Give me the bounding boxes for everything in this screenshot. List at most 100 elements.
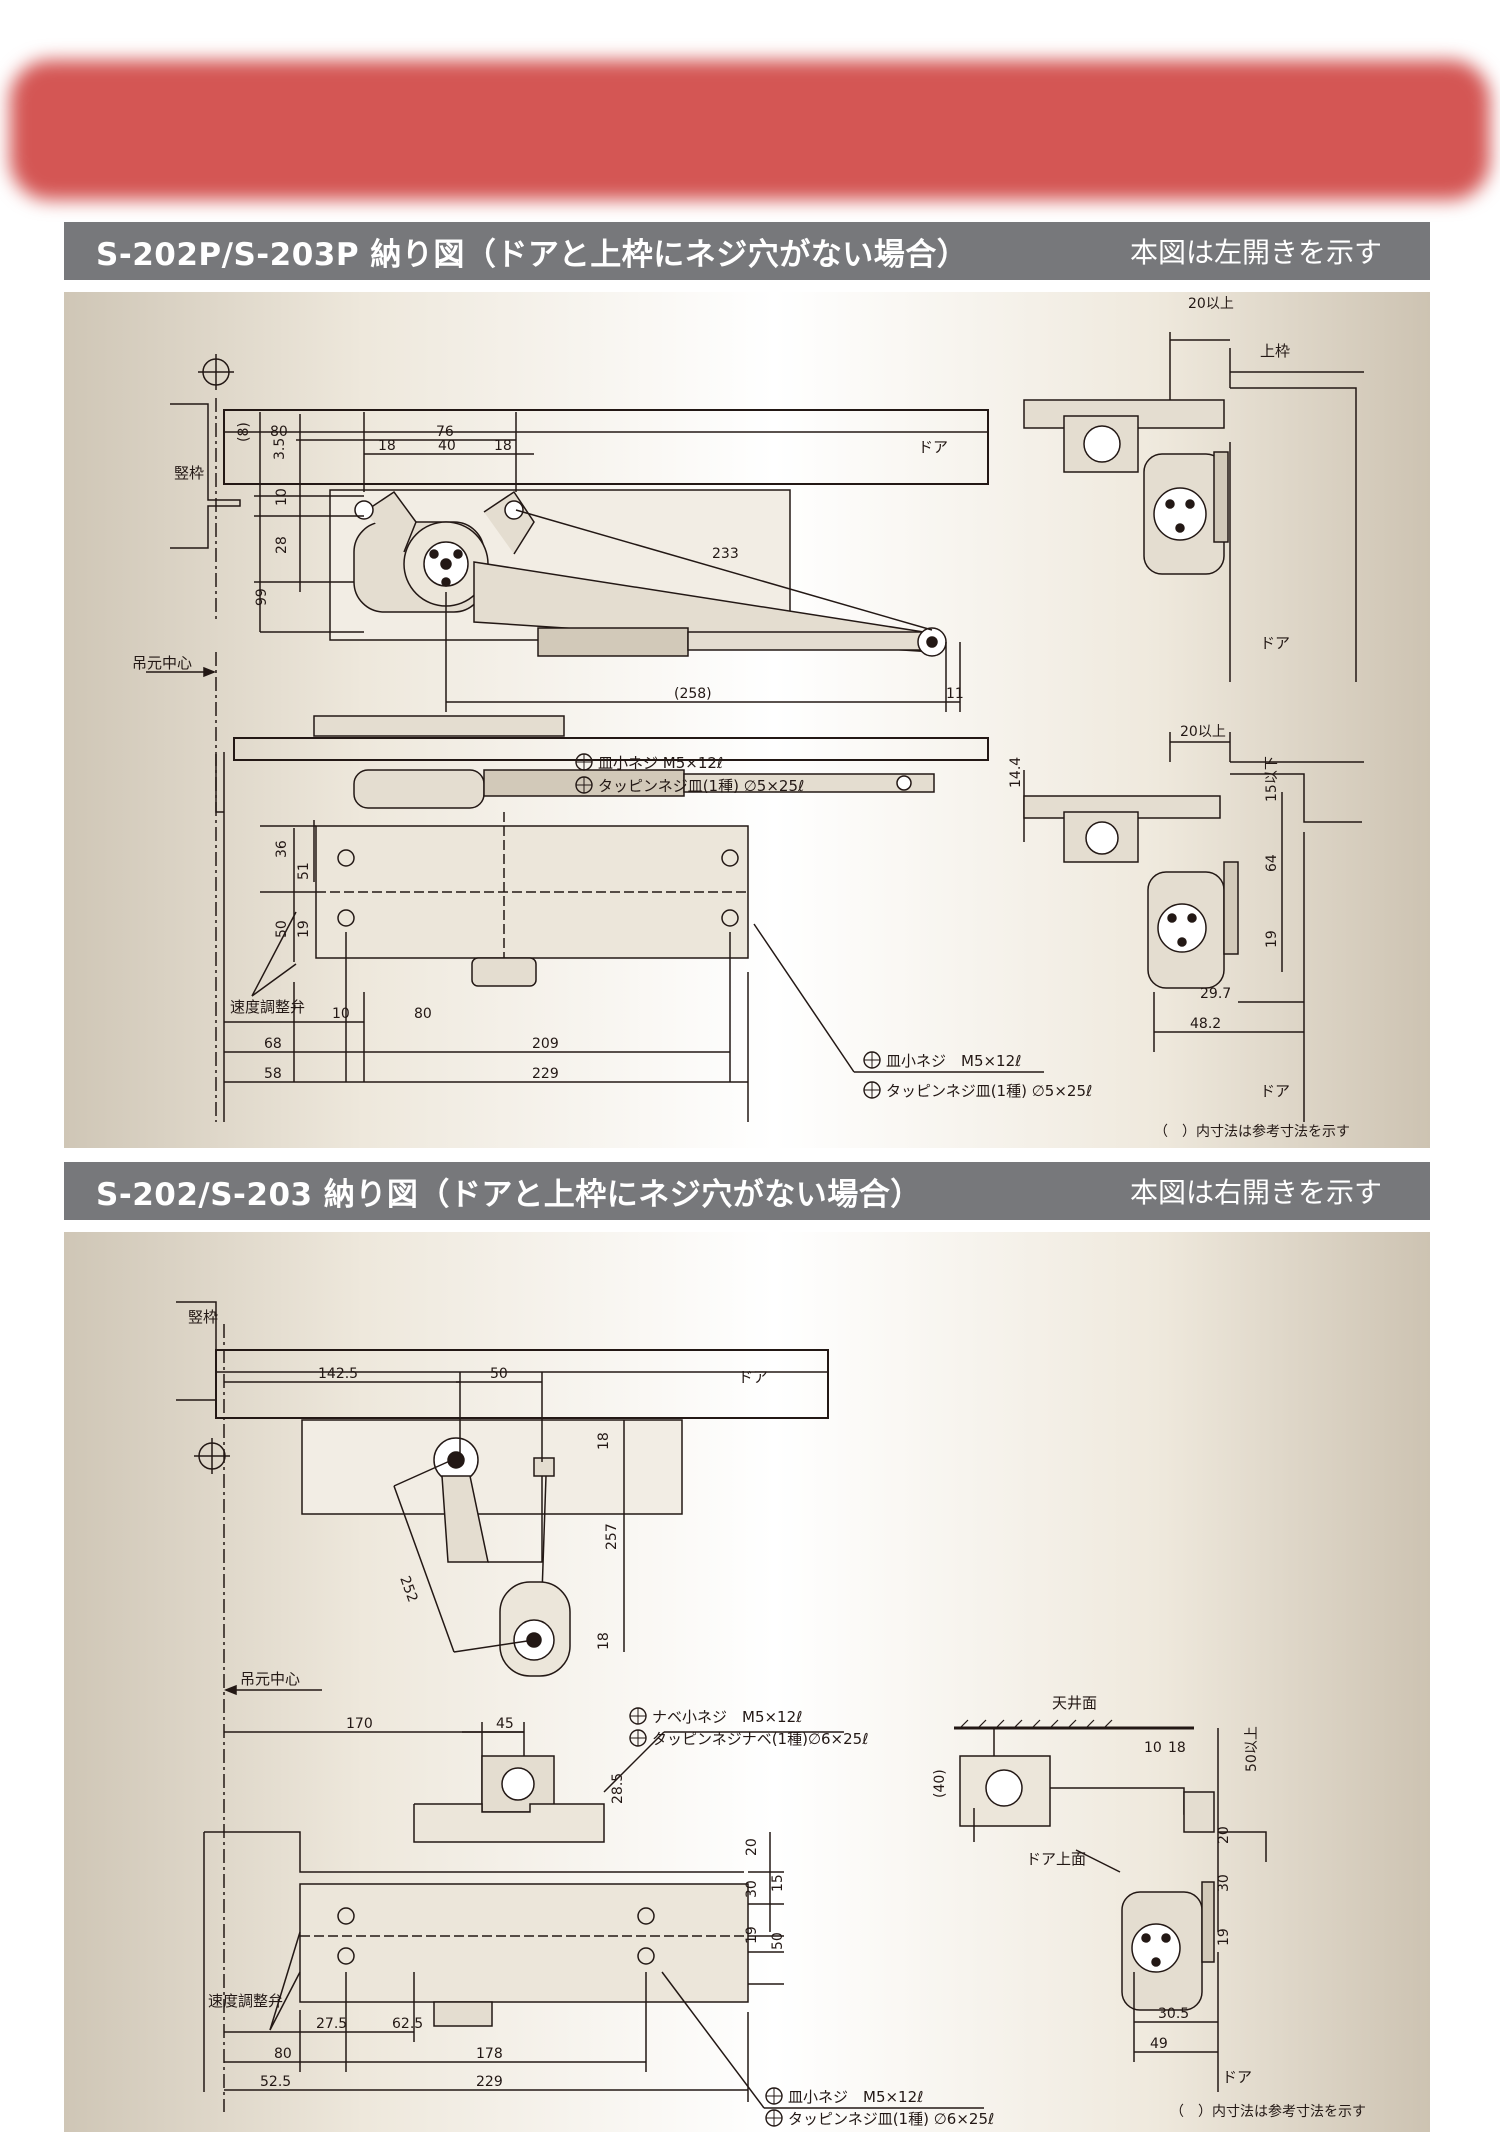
dim-76: 76 (436, 424, 454, 440)
dim-18: 18 (596, 1432, 612, 1450)
label-screw-2: タッピンネジナベ(1種)∅6×25ℓ (652, 1730, 868, 1748)
dim-28-5: 28.5 (610, 1773, 626, 1804)
label-vertical-frame: 竪枠 (188, 1308, 218, 1326)
dim-20: 20 (744, 1838, 760, 1856)
label-speed-valve: 速度調整弁 (208, 1992, 283, 2010)
section-2-title: S-202/S-203 納り図（ドアと上枠にネジ穴がない場合） (96, 1176, 922, 1213)
dim-50: 50 (770, 1932, 786, 1950)
dim-257: 257 (604, 1523, 620, 1550)
label-hinge-center: 吊元中心 (132, 654, 192, 672)
dim-20: 20 (1216, 1826, 1232, 1844)
dim-40: 40 (438, 438, 456, 454)
dim-99: 99 (254, 588, 270, 606)
section-2-header: S-202/S-203 納り図（ドアと上枠にネジ穴がない場合） 本図は右開きを示… (64, 1162, 1430, 1220)
label-door-side-bottom: ドア (1260, 1082, 1290, 1100)
dim-18: 18 (378, 438, 396, 454)
label-screw-1: 皿小ネジ M5×12ℓ (598, 754, 723, 772)
label-screw-2: タッピンネジ皿(1種) ∅5×25ℓ (598, 777, 804, 795)
label-screw-3: 皿小ネジ M5×12ℓ (886, 1052, 1021, 1070)
ceiling-hatch (959, 1719, 1113, 1729)
screw-symbol-icon (575, 753, 593, 771)
dim-18: 18 (596, 1632, 612, 1650)
dim-50: 50 (274, 920, 290, 938)
dim-18: 18 (1168, 1740, 1186, 1756)
screw-symbol-icon (765, 2087, 783, 2105)
center-mark-icon (198, 354, 234, 390)
dim-62-5: 62.5 (392, 2016, 423, 2032)
section-1-drawing-panel: 竪枠 吊元中心 ドア 上枠 ドア ドア 速度調整弁 皿小ネジ M5×12ℓ タッ… (64, 292, 1430, 1148)
dim-18: 18 (494, 438, 512, 454)
dim-229: 229 (532, 1066, 559, 1082)
label-screw-3: 皿小ネジ M5×12ℓ (788, 2088, 923, 2106)
label-door: ドア (918, 438, 948, 456)
label-screw-1: ナベ小ネジ M5×12ℓ (652, 1708, 802, 1726)
label-screw-4: タッピンネジ皿(1種) ∅5×25ℓ (886, 1082, 1092, 1100)
dim-10: 10 (1144, 1740, 1162, 1756)
label-door-side-top: ドア (1260, 634, 1290, 652)
dim-209: 209 (532, 1036, 559, 1052)
label-door: ドア (738, 1368, 768, 1386)
dim-27-5: 27.5 (316, 2016, 347, 2032)
dim-80: 80 (414, 1006, 432, 1022)
dim-252: 252 (396, 1574, 420, 1605)
dim-30-5: 30.5 (1158, 2006, 1189, 2022)
screw-symbol-icon (575, 776, 593, 794)
dim-80: 80 (270, 424, 288, 440)
dim-45: 45 (496, 1716, 514, 1732)
dim-28: 28 (274, 536, 290, 554)
dim-80: 80 (274, 2046, 292, 2062)
label-speed-valve: 速度調整弁 (230, 998, 305, 1016)
label-hinge-center: 吊元中心 (240, 1670, 300, 1688)
label-vertical-frame: 竪枠 (174, 464, 204, 482)
label-screw-4: タッピンネジ皿(1種) ∅6×25ℓ (788, 2110, 994, 2128)
dim-20-min-bottom: 20以上 (1180, 724, 1226, 740)
dim-20-min-top: 20以上 (1188, 296, 1234, 312)
dim-49: 49 (1150, 2036, 1168, 2052)
dim-30: 30 (744, 1880, 760, 1898)
dim-40: (40) (932, 1769, 948, 1798)
section-1-note: 本図は左開きを示す (1129, 236, 1382, 269)
dim-19: 19 (296, 920, 312, 938)
dim-229: 229 (476, 2074, 503, 2090)
dim-68: 68 (264, 1036, 282, 1052)
dim-3-5: 3.5 (272, 438, 288, 460)
dim-36: 36 (274, 840, 290, 858)
section-2-drawing: 竪枠 ドア 吊元中心 天井面 ドア上面 ドア 速度調整弁 ナベ小ネジ M5×12… (176, 1301, 1366, 2128)
dim-10: 10 (274, 488, 290, 506)
label-door-top: ドア上面 (1026, 1850, 1086, 1868)
dim-142-5: 142.5 (318, 1366, 358, 1382)
screw-symbol-icon (629, 1707, 647, 1725)
section-2-note: 本図は右開きを示す (1129, 1176, 1382, 1209)
dim-29-7: 29.7 (1200, 986, 1231, 1002)
screw-symbol-icon (863, 1051, 881, 1069)
dim-178: 178 (476, 2046, 503, 2062)
center-mark-icon (194, 1438, 230, 1474)
label-ceiling: 天井面 (1052, 1694, 1097, 1712)
section-1-drawing: 竪枠 吊元中心 ドア 上枠 ドア ドア 速度調整弁 皿小ネジ M5×12ℓ タッ… (132, 296, 1364, 1140)
footnote: （ ）内寸法は参考寸法を示す (1154, 1123, 1350, 1140)
dim-50: 50 (490, 1366, 508, 1382)
label-door-side: ドア (1222, 2068, 1252, 2086)
dim-52-5: 52.5 (260, 2074, 291, 2090)
dim-48-2: 48.2 (1190, 1016, 1221, 1032)
section-1-header: S-202P/S-203P 納り図（ドアと上枠にネジ穴がない場合） 本図は左開き… (64, 222, 1430, 280)
dim-58: 58 (264, 1066, 282, 1082)
dim-14-4: 14.4 (1008, 757, 1024, 788)
screw-symbol-icon (629, 1729, 647, 1747)
dim-19: 19 (744, 1926, 760, 1944)
section-1-title: S-202P/S-203P 納り図（ドアと上枠にネジ穴がない場合） (96, 236, 969, 273)
dim-19: 19 (1264, 930, 1280, 948)
dim-19: 19 (1216, 1928, 1232, 1946)
dim-258: (258) (674, 686, 712, 702)
dim-51: 51 (296, 862, 312, 880)
dim-170: 170 (346, 1716, 373, 1732)
dim-10: 10 (332, 1006, 350, 1022)
dim-64: 64 (1264, 854, 1280, 872)
screw-symbol-icon (765, 2109, 783, 2127)
section-2-drawing-panel: 竪枠 ドア 吊元中心 天井面 ドア上面 ドア 速度調整弁 ナベ小ネジ M5×12… (64, 1232, 1430, 2132)
dim-15: 15 (770, 1874, 786, 1892)
top-red-band (10, 60, 1490, 200)
dim-50-min: 50以上 (1244, 1726, 1260, 1772)
dim-11: 11 (946, 686, 964, 702)
label-top-frame: 上枠 (1260, 342, 1290, 360)
